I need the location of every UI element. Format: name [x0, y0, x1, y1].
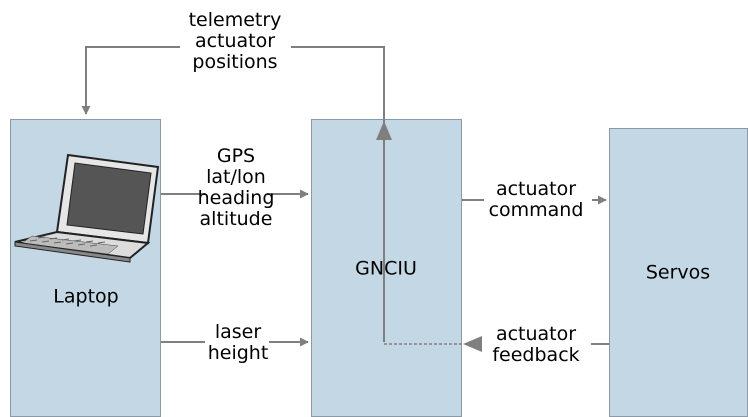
gps-line-3: heading: [197, 187, 275, 209]
gps-line-2: lat/lon: [206, 166, 266, 188]
actuator-command-line-2: command: [488, 199, 584, 221]
servos-label: Servos: [645, 261, 711, 284]
gnciu-label: GNCIU: [355, 257, 417, 280]
gps-line-1: GPS: [216, 145, 256, 167]
actuator-feedback-arrowhead: [463, 336, 482, 352]
actuator-feedback-line-1: actuator: [495, 323, 577, 345]
telemetry-line-3: positions: [192, 51, 278, 73]
laser-label: laser height: [208, 322, 269, 364]
laptop-label: Laptop: [53, 285, 119, 308]
telemetry-label: telemetry actuator positions: [189, 10, 282, 73]
actuator-feedback-line-2: feedback: [492, 344, 580, 366]
telemetry-up-arrow: [376, 121, 392, 140]
actuator-command-label: actuator command: [489, 179, 584, 221]
actuator-command-line-1: actuator: [495, 178, 577, 200]
gps-line-4: altitude: [199, 208, 273, 230]
telemetry-line-1: telemetry: [188, 9, 282, 31]
gnciu-block: [311, 119, 462, 417]
actuator-feedback-label: actuator feedback: [492, 324, 579, 366]
telemetry-line-2: actuator: [194, 30, 276, 52]
laser-line-1: laser: [214, 321, 262, 343]
gps-label: GPS lat/lon heading altitude: [198, 146, 275, 230]
laptop-icon: [14, 153, 160, 263]
laser-line-2: height: [207, 342, 269, 364]
actuator-feedback-dashed: [383, 140, 462, 345]
telemetry-connector: [81, 46, 392, 342]
